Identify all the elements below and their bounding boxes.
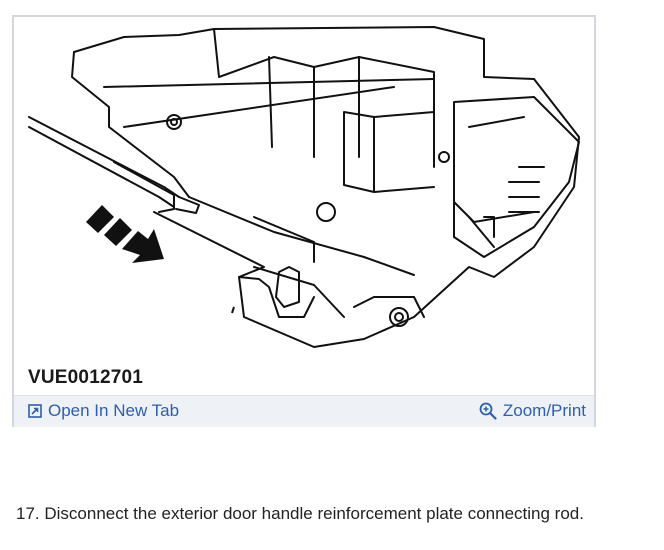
zoom-magnifier-icon <box>479 402 497 420</box>
figure-card: VUE0012701 Open In New Tab Zoom/Print <box>12 15 596 427</box>
open-in-new-tab-icon <box>28 404 42 418</box>
open-in-new-tab-label: Open In New Tab <box>48 401 180 420</box>
open-in-new-tab-link[interactable]: Open In New Tab <box>28 401 179 421</box>
zoom-print-link[interactable]: Zoom/Print <box>479 401 586 421</box>
step-instruction: 17. Disconnect the exterior door handle … <box>16 504 584 523</box>
figure-id-label: VUE0012701 <box>28 367 144 388</box>
door-latch-diagram <box>28 26 580 348</box>
zoom-print-label: Zoom/Print <box>502 401 586 420</box>
image-action-bar: Open In New Tab Zoom/Print <box>14 395 594 427</box>
